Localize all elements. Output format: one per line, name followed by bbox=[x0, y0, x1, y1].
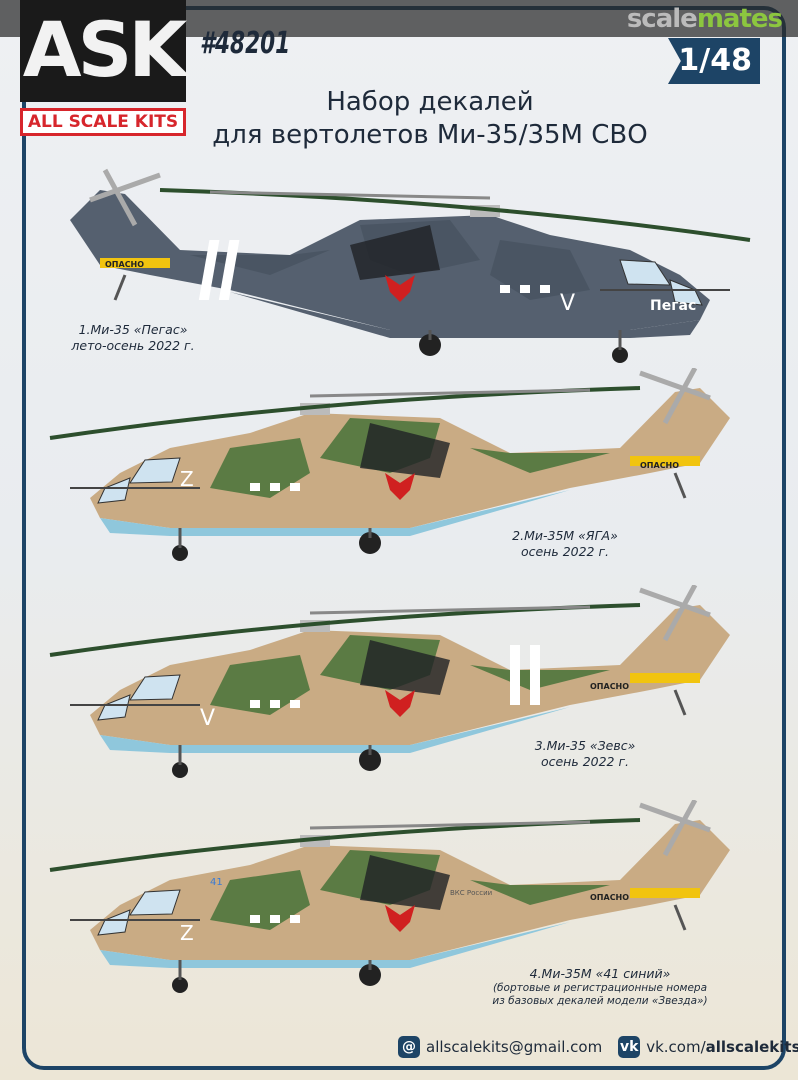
variant-3-caption: 3.Ми-35 «Зевс»осень 2022 г. bbox=[520, 738, 650, 770]
vk-contact[interactable]: vk vk.com/allscalekits bbox=[618, 1036, 798, 1058]
variant-4-caption: 4.Ми-35М «41 синий»(бортовые и регистрац… bbox=[470, 966, 730, 1008]
variant-note: (бортовые и регистрационные номера bbox=[492, 982, 708, 994]
variant-name: 3.Ми-35 «Зевс» bbox=[534, 738, 636, 753]
marking-tail: ОПАСНО bbox=[590, 682, 629, 691]
marking-side: V bbox=[560, 291, 575, 316]
at-icon: @ bbox=[398, 1036, 420, 1058]
scale-badge: 1/48 bbox=[668, 38, 760, 84]
vk-prefix: vk.com/ bbox=[646, 1038, 706, 1056]
watermark-part2: mates bbox=[696, 4, 783, 34]
variant-period: лето-осень 2022 г. bbox=[71, 338, 195, 353]
scalemates-watermark: scalemates bbox=[626, 4, 783, 34]
kit-number: #48201 bbox=[200, 26, 291, 61]
helicopter-3-profile: V ОПАСНО bbox=[30, 585, 770, 795]
variant-1-caption: 1.Ми-35 «Пегас»лето-осень 2022 г. bbox=[48, 322, 218, 354]
marking-side: V bbox=[200, 706, 215, 731]
variant-note: из базовых декалей модели «Звезда») bbox=[492, 995, 708, 1007]
vk-icon: vk bbox=[618, 1036, 641, 1058]
ask-logo: ASK bbox=[20, 0, 187, 102]
watermark-part1: scale bbox=[626, 4, 698, 34]
ask-logo-subtitle: ALL SCALE KITS bbox=[20, 108, 186, 136]
helicopter-2-profile: Z ОПАСНО bbox=[30, 368, 770, 578]
title-line1: Набор декалей bbox=[326, 87, 534, 117]
marking-side: Z bbox=[180, 921, 194, 945]
marking-text: ВКС России bbox=[450, 889, 492, 897]
contacts: @ allscalekits@gmail.com vk vk.com/allscal… bbox=[398, 1036, 798, 1058]
marking-tail: ОПАСНО bbox=[590, 893, 629, 902]
email-text: allscalekits@gmail.com bbox=[426, 1038, 603, 1056]
variant-name: 4.Ми-35М «41 синий» bbox=[529, 966, 671, 981]
marking-side: Z bbox=[180, 467, 194, 491]
helicopter-1-profile: V Пегас ОПАСНО bbox=[30, 160, 770, 370]
helicopter-4-profile: Z 41 ВКС России ОПАСНО bbox=[30, 800, 770, 1010]
vk-handle: allscalekits bbox=[705, 1038, 798, 1056]
marking-tail: ОПАСНО bbox=[105, 260, 144, 269]
variant-period: осень 2022 г. bbox=[540, 754, 630, 769]
email-contact[interactable]: @ allscalekits@gmail.com bbox=[398, 1036, 602, 1058]
marking-tail: ОПАСНО bbox=[640, 461, 679, 470]
variant-period: осень 2022 г. bbox=[520, 544, 610, 559]
variant-2-caption: 2.Ми-35М «ЯГА»осень 2022 г. bbox=[500, 528, 630, 560]
marking-number: 41 bbox=[210, 877, 223, 888]
variant-name: 1.Ми-35 «Пегас» bbox=[78, 322, 188, 337]
variant-name: 2.Ми-35М «ЯГА» bbox=[512, 528, 618, 543]
title-line2: для вертолетов Ми-35/35М СВО bbox=[212, 120, 648, 150]
marking-nose: Пегас bbox=[650, 298, 696, 314]
